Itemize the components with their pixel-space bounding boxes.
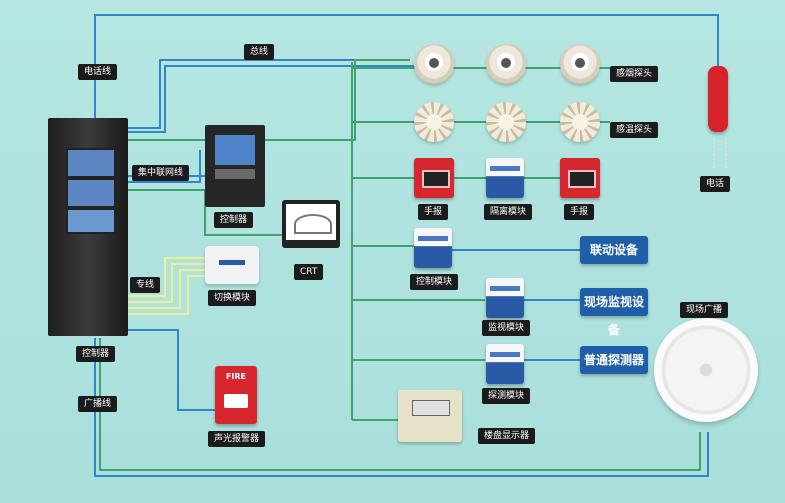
dedicated-wire-4	[128, 275, 205, 315]
phone-cord-icon	[713, 138, 727, 168]
fire-phone	[708, 66, 728, 132]
switch-module	[205, 246, 259, 284]
smoke-detector-label: 感烟探头	[610, 66, 659, 82]
alarm-wire	[128, 329, 215, 411]
monitor-module	[486, 278, 524, 318]
bus-line-wire	[128, 59, 410, 141]
linkage-equipment-button[interactable]: 联动设备	[580, 236, 648, 264]
manual-call-point-1	[414, 158, 454, 198]
crt-monitor	[282, 200, 340, 248]
isolation-module	[486, 158, 524, 198]
sub-controller	[205, 125, 265, 207]
ceiling-speaker	[654, 318, 758, 422]
manual-2-label: 手报	[564, 204, 595, 220]
dedicated-wire-2	[128, 263, 205, 303]
alarm-label: 声光报警器	[208, 431, 266, 447]
main-controller-label: 控制器	[76, 346, 116, 362]
smoke-detector-2	[486, 44, 526, 84]
common-detector-button[interactable]: 普通探测器	[580, 346, 648, 374]
alarm-fire-text: FIRE	[225, 372, 247, 381]
heat-detector-label: 感温探头	[610, 122, 659, 138]
site-monitoring-button[interactable]: 现场监视设备	[580, 288, 648, 337]
manual-call-point-2	[560, 158, 600, 198]
heat-detector-1	[414, 102, 454, 142]
main-controller-cabinet	[48, 118, 128, 336]
floor-display-panel	[398, 390, 462, 442]
dedicated-wire-1	[128, 257, 205, 297]
crt-label: CRT	[294, 264, 324, 280]
detect-module-label: 探测模块	[482, 388, 531, 404]
phone-line-label: 电话线	[78, 64, 118, 80]
net-line-label: 集中联网线	[132, 165, 190, 181]
phone-label: 电话	[700, 176, 731, 192]
heat-detector-2	[486, 102, 526, 142]
phone-line-wire-3	[128, 65, 420, 133]
monitor-module-label: 监视模块	[482, 320, 531, 336]
isolation-module-label: 隔离模块	[484, 204, 533, 220]
dedicated-wire-3	[128, 269, 205, 309]
bus-line-label: 总线	[244, 44, 275, 60]
bus-to-crt	[128, 189, 282, 236]
smoke-detector-1	[414, 44, 454, 84]
broadcast-line-label: 广播线	[78, 396, 118, 412]
speaker-label: 现场广播	[680, 302, 729, 318]
dedicated-line-label: 专线	[130, 277, 161, 293]
detection-module	[486, 344, 524, 384]
phone-line-wire-2	[128, 59, 360, 129]
net-line-wire-2	[128, 150, 201, 183]
manual-1-label: 手报	[418, 204, 449, 220]
control-module	[414, 228, 452, 268]
floor-display-label: 楼盘显示器	[478, 428, 536, 444]
smoke-detector-3	[560, 44, 600, 84]
sound-light-alarm: FIRE	[215, 366, 257, 424]
control-module-label: 控制模块	[410, 274, 459, 290]
sub-controller-label: 控制器	[214, 212, 254, 228]
switch-module-label: 切换模块	[208, 290, 257, 306]
heat-detector-3	[560, 102, 600, 142]
